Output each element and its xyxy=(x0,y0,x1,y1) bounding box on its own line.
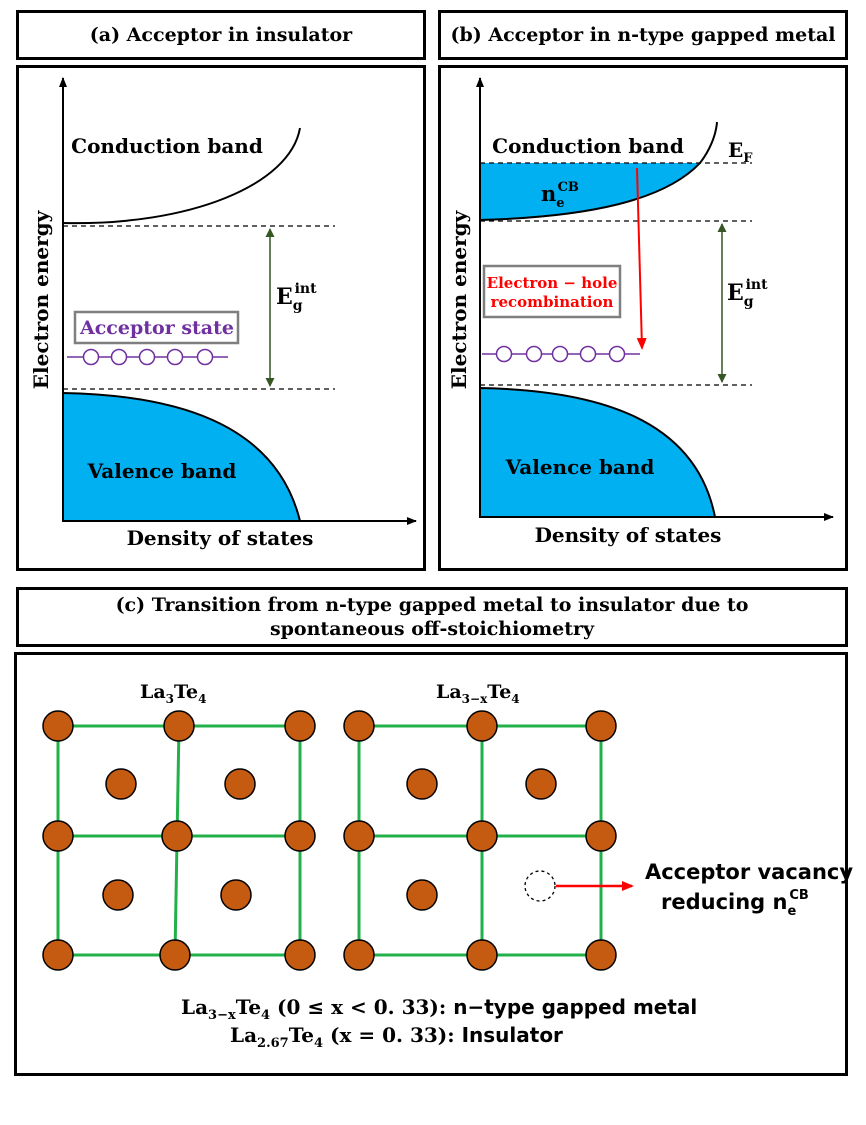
ne-cb-label: neCB xyxy=(541,180,579,211)
recombination-arrow xyxy=(636,167,647,350)
panel-c-frame xyxy=(14,652,848,1076)
atom xyxy=(42,939,74,971)
atom xyxy=(406,768,438,800)
fermi-level-label: EF xyxy=(728,138,753,166)
conduction-band-label-a: Conduction band xyxy=(71,134,263,158)
atom xyxy=(284,710,316,742)
vacancy-site xyxy=(524,870,556,902)
atom xyxy=(525,768,557,800)
acceptor-state-box xyxy=(73,310,240,345)
recombination-line2: recombination xyxy=(491,293,614,311)
atom xyxy=(585,710,617,742)
atom xyxy=(343,820,375,852)
conduction-band-label-b: Conduction band xyxy=(492,134,684,158)
atom xyxy=(284,820,316,852)
left-lattice-atoms xyxy=(42,710,316,971)
atom xyxy=(105,768,137,800)
atom xyxy=(406,879,438,911)
atom xyxy=(343,710,375,742)
atom xyxy=(42,820,74,852)
left-lattice-label: La3Te4 xyxy=(140,681,206,706)
gap-label-a: Egint xyxy=(276,281,317,314)
atom xyxy=(220,879,252,911)
vacancy-label-line1: Acceptor vacancy xyxy=(645,860,853,884)
caption-line1: La3−xTe4 (0 ≤ x < 0. 33): n−type gapped … xyxy=(181,995,697,1023)
acceptor-level-a xyxy=(67,348,228,366)
y-axis-label-b: Electron energy xyxy=(447,209,471,389)
atom xyxy=(224,768,256,800)
recombination-box xyxy=(482,264,622,319)
conduction-electrons-fill xyxy=(480,163,700,220)
right-lattice-label: La3−xTe4 xyxy=(436,681,520,706)
valence-band-label-a: Valence band xyxy=(87,459,237,483)
panel-a-diagram: Electron energy Density of states Conduc… xyxy=(29,77,417,550)
conduction-band-curve-b xyxy=(479,121,718,221)
valence-band-b xyxy=(479,386,717,518)
caption-line2: La2.67Te4 (x = 0. 33): Insulator xyxy=(230,1023,563,1051)
recombination-line1: Electron − hole xyxy=(487,274,618,292)
panel-c-title: (c) Transition from n-type gapped metal … xyxy=(16,587,848,647)
atom xyxy=(466,710,498,742)
atom xyxy=(161,820,193,852)
atom xyxy=(466,820,498,852)
right-lattice-atoms xyxy=(343,710,617,971)
x-axis-label-b: Density of states xyxy=(535,523,722,547)
atom xyxy=(284,939,316,971)
panel-a-title: (a) Acceptor in insulator xyxy=(16,10,426,60)
valence-band-label-b: Valence band xyxy=(505,455,655,479)
x-axis-label-a: Density of states xyxy=(127,526,314,550)
conduction-band-curve-a xyxy=(62,127,301,225)
atom xyxy=(159,939,191,971)
panel-c-diagram: La3Te4 La3−xTe4 xyxy=(42,681,853,1051)
acceptor-state-label: Acceptor state xyxy=(79,317,234,339)
y-axis-label-a: Electron energy xyxy=(29,209,53,389)
acceptor-level-b xyxy=(482,345,640,363)
vacancy-label-line2: reducing neCB xyxy=(661,888,809,919)
atom xyxy=(466,939,498,971)
atom xyxy=(163,710,195,742)
atom xyxy=(585,820,617,852)
atom xyxy=(343,939,375,971)
atom xyxy=(102,879,134,911)
valence-band-a xyxy=(62,391,302,522)
atom xyxy=(585,939,617,971)
panel-b-title: (b) Acceptor in n-type gapped metal xyxy=(438,10,848,60)
panel-b-diagram: Electron energy Density of states Conduc… xyxy=(447,77,834,547)
atom xyxy=(42,710,74,742)
gap-label-b: Egint xyxy=(727,277,768,310)
